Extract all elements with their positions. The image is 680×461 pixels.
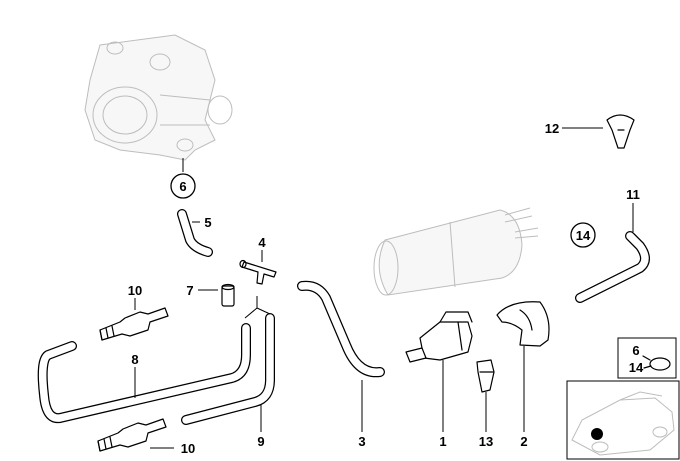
part-10-connector-lower bbox=[97, 418, 174, 452]
location-dot bbox=[591, 428, 603, 440]
part-2-bracket bbox=[496, 301, 550, 432]
label-10-upper: 10 bbox=[128, 283, 142, 298]
part-4-t-piece bbox=[239, 250, 277, 285]
label-3: 3 bbox=[358, 434, 365, 449]
callout-circle-6 bbox=[170, 173, 196, 199]
label-7: 7 bbox=[186, 283, 193, 298]
part-12-clip bbox=[562, 114, 635, 149]
part-3-hose bbox=[297, 280, 385, 432]
part-5-hose bbox=[177, 209, 213, 257]
label-4: 4 bbox=[258, 235, 266, 250]
part-9-hose bbox=[181, 296, 275, 432]
throttle-body-ghost bbox=[84, 34, 233, 161]
label-6-inset: 6 bbox=[632, 343, 639, 358]
part-13-plug bbox=[476, 359, 495, 432]
label-1: 1 bbox=[439, 434, 446, 449]
label-2: 2 bbox=[520, 434, 527, 449]
carbon-canister-ghost bbox=[373, 207, 539, 296]
label-13: 13 bbox=[479, 434, 493, 449]
label-5: 5 bbox=[204, 215, 211, 230]
inset-vehicle bbox=[566, 380, 680, 460]
part-11-hose bbox=[575, 203, 650, 303]
part-7-sleeve bbox=[198, 283, 235, 307]
label-8: 8 bbox=[131, 352, 138, 367]
label-6-circled: 6 bbox=[179, 179, 186, 194]
callout-circle-14 bbox=[570, 222, 596, 248]
label-12: 12 bbox=[545, 121, 559, 136]
part-1-valve bbox=[405, 311, 473, 432]
label-14-inset: 14 bbox=[629, 360, 644, 375]
inset-clamp bbox=[617, 337, 677, 379]
part-8-hose bbox=[37, 323, 251, 424]
label-9: 9 bbox=[257, 434, 264, 449]
label-11: 11 bbox=[626, 187, 640, 202]
label-14-circled: 14 bbox=[576, 228, 591, 243]
label-10-lower: 10 bbox=[181, 441, 195, 456]
part-10-connector-upper bbox=[99, 298, 169, 341]
